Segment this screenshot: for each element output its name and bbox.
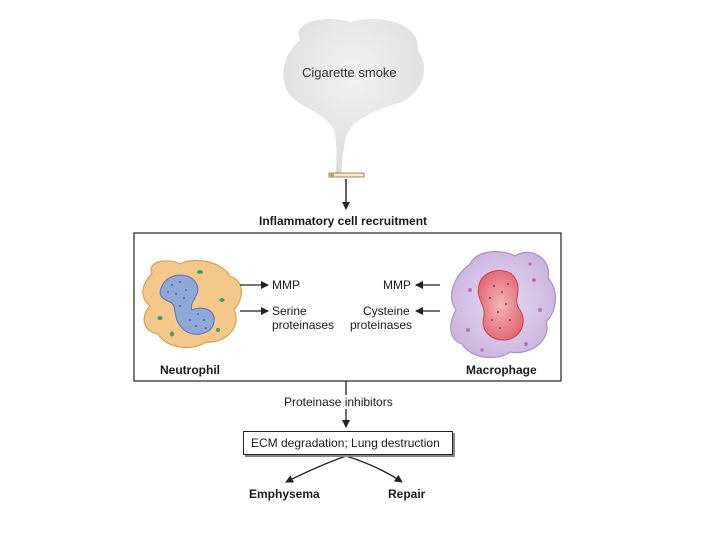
ecm-box [243,431,453,455]
neutrophil-cell [142,259,242,349]
arrow-to-repair [345,455,403,483]
serine-label: Serine [272,304,307,318]
smoke-cloud [283,19,424,175]
cigarette-icon [328,172,365,178]
macrophage-label: Macrophage [466,363,537,377]
recruitment-box [133,232,562,382]
arrow-to-emphysema [285,455,347,483]
macrophage-mmp-label: MMP [383,278,411,292]
emphysema-label: Emphysema [249,487,320,501]
serine-proteinases-label: proteinases [272,318,335,332]
cysteine-label: Cysteine [363,304,410,318]
neutrophil-mmp-label: MMP [272,278,300,292]
ecm-label: ECM degradation; Lung destruction [251,436,440,450]
cysteine-proteinases-label: proteinases [350,318,413,332]
inhibitors-label: Proteinase inhibitors [284,395,393,409]
macrophage-cell [450,251,556,359]
repair-label: Repair [388,487,426,501]
recruitment-label: Inflammatory cell recruitment [259,214,428,228]
smoke-label: Cigarette smoke [302,65,397,80]
neutrophil-label: Neutrophil [160,363,220,377]
